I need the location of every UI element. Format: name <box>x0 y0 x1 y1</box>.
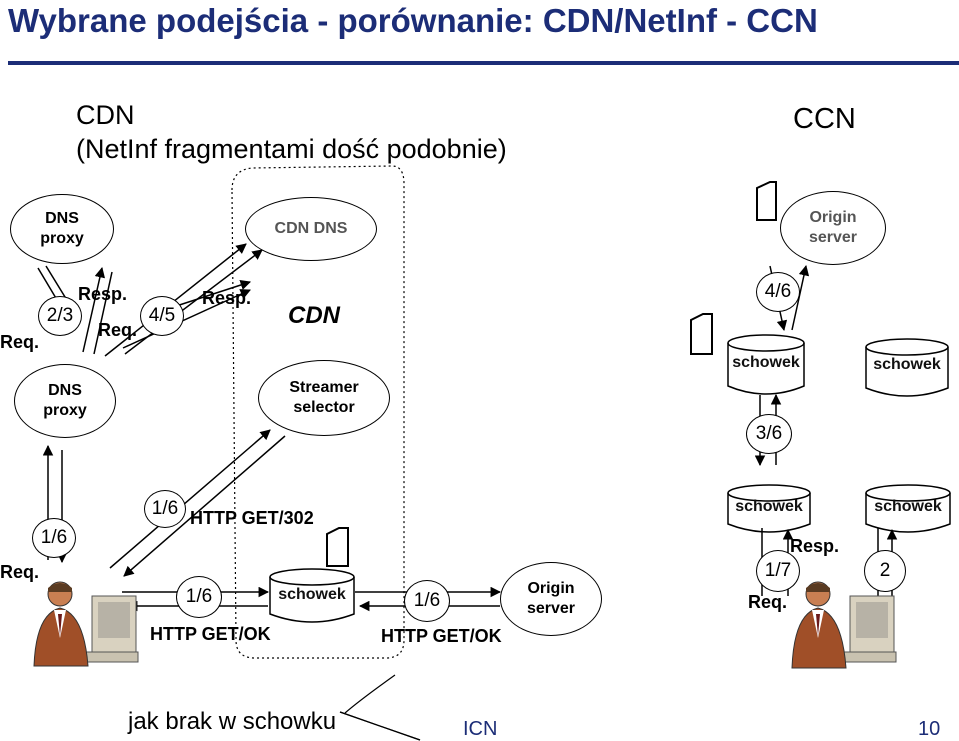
step-2-3: 2/3 <box>38 296 82 336</box>
cache-ccn-mid-right-label: schowek <box>873 356 941 373</box>
req-label-3: Req. <box>0 562 40 582</box>
user-at-computer-left <box>33 581 139 667</box>
step-1-7: 1/7 <box>756 550 800 592</box>
cache-ccn-mid-right: schowek <box>864 338 950 398</box>
resp-label-1: Resp. <box>78 284 128 304</box>
user-at-computer-right <box>791 581 897 669</box>
cache-cdn: schowek <box>268 568 356 624</box>
resp-label-2: Resp. <box>202 288 252 308</box>
callout-text: jak brak w schowku <box>128 708 337 735</box>
step-1-6-mid: 1/6 <box>144 490 186 528</box>
cache-ccn-bottom-left-label: schowek <box>735 498 803 515</box>
step-1-6-right: 1/6 <box>404 580 450 622</box>
dns-proxy-mid: DNS proxy <box>14 364 116 438</box>
http-get-ok-label-2: HTTP GET/OK <box>381 626 502 646</box>
origin-server-top: Origin server <box>780 191 886 265</box>
step-1-6-left: 1/6 <box>32 518 76 558</box>
cache-cdn-label: schowek <box>278 586 346 603</box>
footer-page-number: 10 <box>918 718 941 740</box>
cdn-header: CDN (NetInf fragmentami dość podobnie) <box>76 98 507 166</box>
ccn-header: CCN <box>793 103 856 135</box>
origin-server-bottom: Origin server <box>500 562 602 636</box>
step-1-6-low: 1/6 <box>176 576 222 618</box>
step-3-6: 3/6 <box>746 414 792 454</box>
http-get-302-label: HTTP GET/302 <box>190 508 314 528</box>
cache-ccn-mid-left: schowek <box>726 334 806 396</box>
slide-title: Wybrane podejścia - porównanie: CDN/NetI… <box>8 2 818 39</box>
cache-ccn-bottom-right: schowek <box>864 484 952 534</box>
ccn-req-label: Req. <box>748 592 788 612</box>
streamer-selector: Streamer selector <box>258 360 390 436</box>
cache-ccn-bottom-left: schowek <box>726 484 812 534</box>
document-icon-cdn <box>326 527 349 567</box>
step-4-5: 4/5 <box>140 296 184 336</box>
footer-section: ICN <box>463 718 498 740</box>
cache-ccn-bottom-right-label: schowek <box>874 498 942 515</box>
title-divider <box>8 61 959 65</box>
cache-ccn-mid-left-label: schowek <box>732 354 800 371</box>
cdn-header-line1: CDN <box>76 100 135 130</box>
document-icon-ccn-mid <box>690 313 713 355</box>
ccn-resp-label: Resp. <box>790 536 840 556</box>
cdn-region-outline <box>231 165 405 659</box>
cdn-header-line2: (NetInf fragmentami dość podobnie) <box>76 134 507 164</box>
step-2: 2 <box>864 550 906 592</box>
req-label-2: Req. <box>98 320 138 340</box>
cdn-dns: CDN DNS <box>245 197 377 261</box>
dns-proxy-top: DNS proxy <box>10 194 114 264</box>
document-icon-ccn-top <box>756 181 777 221</box>
req-label-1: Req. <box>0 332 40 352</box>
step-4-6: 4/6 <box>756 272 800 312</box>
cdn-italic-label: CDN <box>288 302 340 329</box>
http-get-ok-label-1: HTTP GET/OK <box>150 624 271 644</box>
